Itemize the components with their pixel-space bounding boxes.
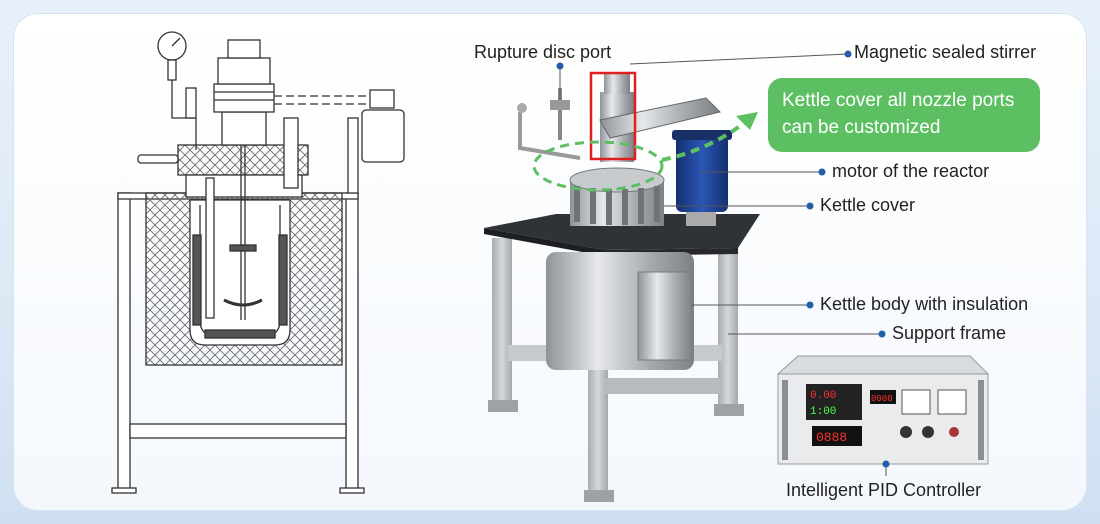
nozzle-ports-highlight: [532, 140, 664, 192]
reactor-photo: [484, 74, 760, 502]
label-pid-controller: Intelligent PID Controller: [786, 480, 982, 500]
controller-display-mid: 0000: [871, 394, 893, 404]
controller-display-top-1: 0.00: [810, 390, 836, 402]
technical-drawing: [111, 31, 405, 494]
leader-lines: [559, 53, 887, 476]
label-motor-of-reactor: motor of the reactor: [832, 161, 990, 181]
callout-line-2: can be customized: [782, 117, 941, 138]
label-support-frame: Support frame: [892, 323, 1007, 343]
label-rupture-disc-port: Rupture disc port: [474, 42, 612, 62]
stirrer-highlight-box: [589, 71, 637, 161]
controller-display-bottom: 0888: [816, 430, 847, 445]
label-kettle-cover: Kettle cover: [820, 195, 916, 215]
customization-callout: Kettle cover all nozzle ports can be cus…: [768, 78, 1040, 152]
pid-controller-box: [776, 355, 990, 465]
label-magnetic-sealed-stirrer: Magnetic sealed stirrer: [854, 42, 1037, 62]
leader-dots: [556, 50, 890, 468]
label-kettle-body: Kettle body with insulation: [820, 294, 1029, 314]
callout-line-1: Kettle cover all nozzle ports: [782, 90, 1015, 111]
callout-arrow: [661, 118, 750, 162]
controller-display-top-2: 1:00: [810, 406, 836, 418]
